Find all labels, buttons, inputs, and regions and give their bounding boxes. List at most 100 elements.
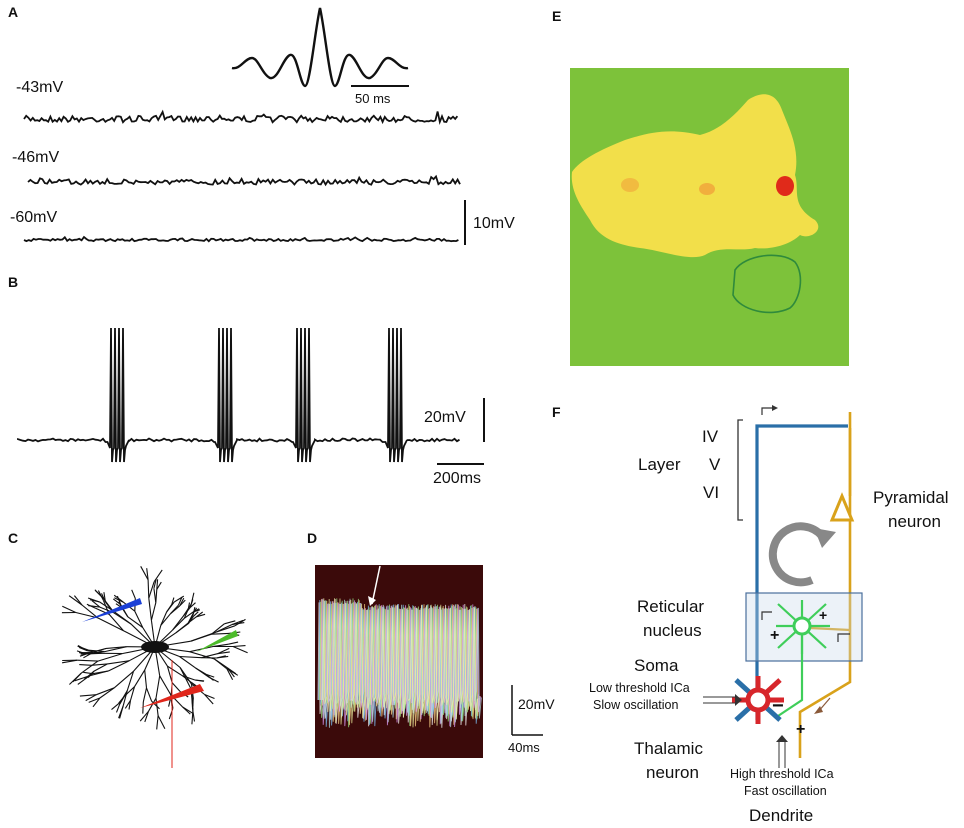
dendrite-branch [79,694,97,697]
time-scale-label-a: 50 ms [355,91,391,106]
pyramidal-label-2: neuron [888,512,941,531]
dendrite-branch [179,655,202,659]
trace-60mv [23,235,459,243]
dendrite-branch [83,671,93,675]
dendrite-label: Dendrite [749,806,814,825]
dendrite-branch [68,595,83,606]
dendrite-branch [142,701,144,714]
dendrite-branch [175,623,189,634]
thalamocortical-axon [755,424,848,720]
burst-trace [17,327,460,463]
dendrite-branch [209,677,219,683]
dendrite-branch [77,659,98,662]
adjacent-cell-outline [732,254,802,314]
dendrite-branch [191,709,194,725]
dendrite-branch [160,613,171,626]
dendrite-branch [194,679,204,682]
dendrite-branch [155,589,158,603]
dendrite-branch [224,620,236,625]
dendrite-branch [80,652,92,655]
arrow-d-head [368,596,376,606]
layer-vi-label: VI [703,483,720,502]
reticular-label-2: nucleus [643,621,702,640]
dendrite-branch [80,660,99,674]
dendrite-branch [182,675,196,681]
pyramidal-soma [829,492,855,522]
trace-label-60: -60mV [10,209,58,226]
dendrite-branch [111,701,121,711]
dendrite-branch [191,697,194,707]
voltage-scale-label-a: 10mV [473,215,515,232]
dendrite-branch [171,682,181,692]
dendrite-branch [147,579,150,599]
dendrite-branch [157,715,166,730]
dendrite-branch [145,687,153,702]
dendrite-branch [169,604,179,615]
svg-text:−: − [772,695,784,717]
dendrite-branch [84,673,94,680]
dendrite-branch [83,653,92,659]
dendrite-branch [90,647,107,654]
dendrite-branch [107,660,130,665]
dendrite-branch [103,592,106,602]
voltage-scale-label-d: 20mV [518,696,555,712]
dendrite-branch [127,616,144,628]
dendrite-branch [142,687,148,703]
dendrite-branch [62,605,77,613]
dendrite-branch [146,568,149,580]
spike-overlay [322,598,478,728]
dendrite-branch [85,694,97,702]
cell-body-yellow [571,94,819,258]
dendrite-input-arrow [778,742,786,768]
panel-c-letter: C [8,530,19,546]
dendrite-branch [195,667,210,678]
loop-arrow [768,522,826,587]
dendrite-branch [118,705,124,719]
dendrite-branch [217,647,230,655]
dendrite-branch [166,665,173,683]
dendrite-branch [232,645,246,648]
dendrite-branch [159,675,172,695]
soma-sub-1: Low threshold ICa [589,681,690,695]
arrow-d [371,565,381,605]
dendrite-branch [153,569,163,583]
trace-46mv [27,174,461,187]
dendrite-branch [126,671,135,691]
superimposed-spikes [317,598,482,728]
electrode-blue [82,598,142,622]
dendrite-branch [144,711,150,723]
trace-label-46: -46mV [12,149,60,166]
soma-input-arrow [703,696,735,704]
dendrite-branch [116,595,122,605]
dendrite-branch [72,672,82,683]
dendrite-branch [104,646,127,653]
dendrite-branch [217,651,230,655]
dendrite-branch [172,615,184,631]
dendrite-branch [97,617,124,632]
dendrite-branch [214,658,228,670]
dendrite-branch [226,668,234,680]
voltage-scale-label-b: 20mV [424,409,466,426]
dendrite-branch [108,660,130,672]
dendrite-branch [177,596,183,606]
thalamic-label-1: Thalamic [634,739,703,758]
dendrite-branch [192,606,196,615]
svg-text:+: + [819,607,827,623]
dendrite-branch [189,599,194,608]
soma-c [141,641,169,653]
dendrite-branch [232,645,248,654]
dendrite-branch [129,686,136,701]
dendrite-branch [148,598,152,621]
dendrite-branch [195,611,204,618]
dendrite-branch [153,578,157,589]
dendrite-branch [204,693,215,700]
layer-title: Layer [638,455,681,474]
dendrite-branch [91,651,105,655]
dendrite-branch [131,589,136,599]
dendrite-branch [151,700,160,710]
time-scale-label-d: 40ms [508,740,540,755]
electrode-green [196,630,238,652]
dendrite-branch [73,595,83,606]
